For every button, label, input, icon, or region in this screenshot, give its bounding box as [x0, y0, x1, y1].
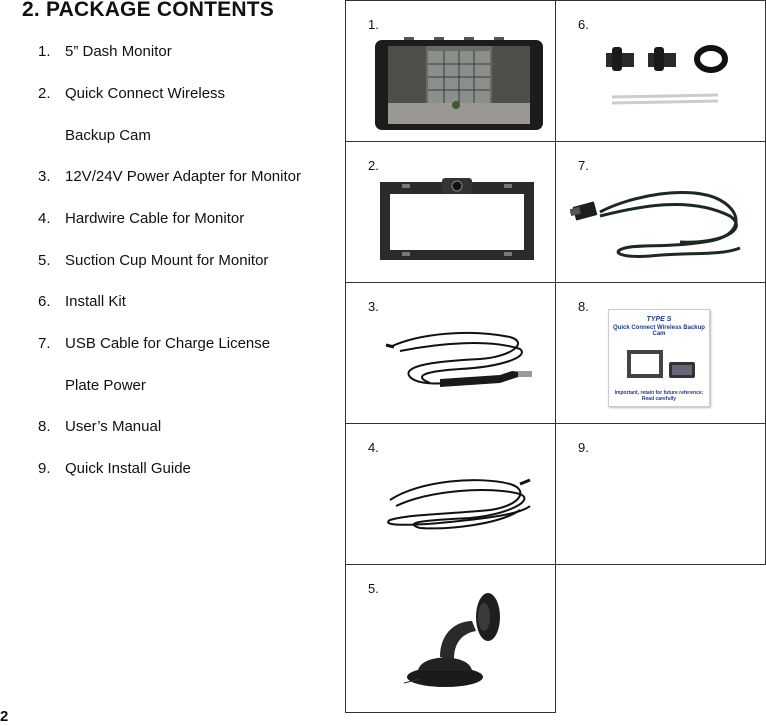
backup-cam-image: [380, 178, 534, 260]
manual-brand: TYPE S: [646, 316, 672, 323]
install-kit-image: [606, 45, 728, 105]
cell-backup-cam: 2.: [345, 141, 556, 283]
page-number: 2: [0, 708, 9, 725]
suction-mount-image: [403, 593, 500, 687]
cell-install-kit: 6.: [555, 0, 766, 142]
usb-cable-image: [570, 190, 741, 258]
cell-usb-cable: 7.: [555, 141, 766, 283]
power-adapter-image: [385, 331, 532, 387]
cell-hardwire-cable: 4.: [345, 423, 556, 565]
list-item: 9.Quick Install Guide: [38, 460, 191, 477]
list-item-continuation: Backup Cam: [65, 127, 151, 144]
list-item: 3.12V/24V Power Adapter for Monitor: [38, 168, 301, 185]
list-item: 4.Hardwire Cable for Monitor: [38, 210, 245, 227]
list-item-continuation: Plate Power: [65, 377, 146, 394]
cell-users-manual: 8. TYPE S Quick Connect Wireless Backup …: [555, 282, 766, 424]
manual-cover-art: [627, 350, 695, 378]
hardwire-cable-image: [387, 478, 531, 530]
cell-monitor: 1.: [345, 0, 556, 142]
manual-title: Quick Connect Wireless Backup Cam: [613, 325, 705, 337]
section-title: 2. PACKAGE CONTENTS: [22, 0, 274, 21]
users-manual-image: TYPE S Quick Connect Wireless Backup Cam…: [608, 309, 710, 407]
dash-monitor-image: [375, 37, 543, 130]
list-item: 7.USB Cable for Charge License: [38, 335, 271, 352]
cell-suction-mount: 5.: [345, 564, 556, 713]
cell-quick-install-guide: 9.: [555, 423, 766, 565]
product-grid: 1. 6. 2.: [345, 0, 766, 713]
list-item: 8.User’s Manual: [38, 418, 162, 435]
list-item: 6.Install Kit: [38, 293, 126, 310]
cell-power-adapter: 3.: [345, 282, 556, 424]
list-item: 5.Suction Cup Mount for Monitor: [38, 252, 269, 269]
manual-footer-line1: Important, retain for future reference:: [614, 390, 704, 396]
list-item: 2.Quick Connect Wireless: [38, 85, 226, 102]
manual-footer-line2: Read carefully: [641, 396, 677, 402]
list-item: 1.5” Dash Monitor: [38, 43, 172, 60]
